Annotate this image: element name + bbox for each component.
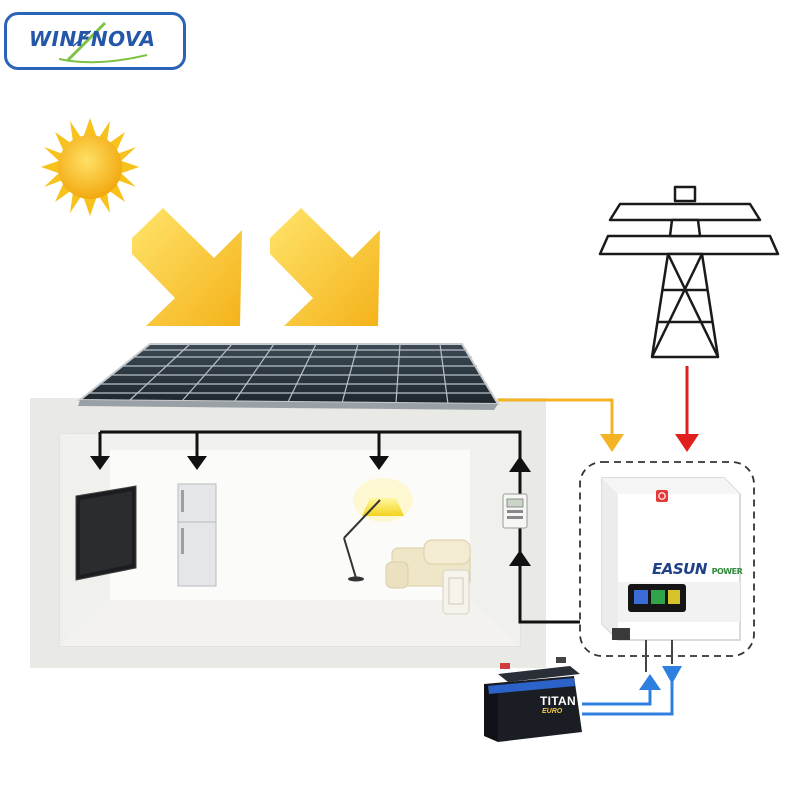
fridge-icon [177, 483, 217, 587]
inverter-brand-sub: POWER [711, 567, 743, 576]
sun-icon [41, 118, 139, 216]
pylon-icon [598, 185, 780, 359]
solar-line [498, 398, 614, 436]
winfinova-logo: WINF̸NOVA [4, 12, 186, 70]
inverter-terminals [645, 640, 673, 672]
arrow-to-tv [90, 456, 110, 470]
inverter-brand: EASUN POWER [652, 560, 743, 578]
inverter-icon [601, 477, 741, 641]
battery-discharge-arrow [662, 666, 682, 684]
meter-icon [502, 493, 528, 529]
solar-panel-icon [77, 343, 500, 410]
battery-charge-arrow [639, 674, 661, 690]
arrow-up-2 [509, 550, 531, 566]
tv-icon [75, 485, 137, 581]
inverter-frame [579, 461, 755, 657]
sunlight-arrow-right [270, 208, 380, 326]
load-arrows [90, 456, 531, 566]
sofa-icon [385, 539, 471, 615]
battery-brand: TITAN [540, 694, 576, 708]
inverter-brand-name: EASUN [652, 560, 707, 578]
sunlight-arrow-left [132, 208, 242, 326]
arrow-up-1 [509, 456, 531, 472]
arrow-to-lamp [369, 456, 389, 470]
battery-icon [484, 657, 582, 742]
lamp-icon [343, 478, 413, 582]
grid-arrow [675, 434, 699, 452]
solar-arrow [600, 434, 624, 452]
logo-text: WINF̸NOVA [29, 27, 156, 51]
battery-sub: EURO [542, 708, 563, 715]
battery-wiring [582, 680, 674, 716]
logo-swoosh-icon [58, 21, 148, 64]
arrow-to-fridge [187, 456, 207, 470]
